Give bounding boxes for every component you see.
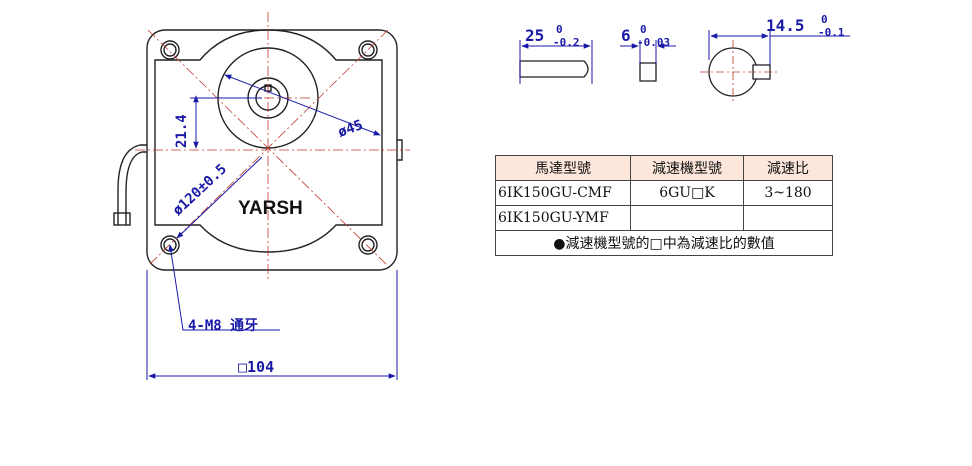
mounting-hole-tr [358,40,378,60]
cable-inner [125,151,147,225]
key-length-lower: -0.2 [553,36,580,49]
key-width-view: 6 0 -0.03 [620,23,676,82]
table-header-row: 馬達型號 減速機型號 減速比 [495,155,833,181]
table-note: ●減速機型號的□中為減速比的數值 [495,230,833,256]
key-width-lower: -0.03 [637,36,670,49]
cell-gearbox-model [630,205,744,231]
table-row: 6IK150GU-CMF 6GU□K 3~180 [495,180,833,206]
cable-end [113,212,131,226]
dimension-lines [146,74,398,380]
cell-ratio: 3~180 [743,180,833,206]
shaft-section-view: 14.5 0 -0.1 [700,13,850,104]
mounting-hole-tl [160,40,180,60]
key-length-main: 25 [525,26,544,45]
header-motor-model: 馬達型號 [495,155,631,181]
cell-motor-model: 6IK150GU-YMF [495,205,631,231]
key-width-main: 6 [621,26,631,45]
key-length-upper: 0 [556,23,563,36]
cell-gearbox-model: 6GU□K [630,180,744,206]
dim-height-label: 21.4 [174,114,190,148]
key-width-upper: 0 [640,23,647,36]
mounting-hole-br [358,235,378,255]
shaft-dim-main: 14.5 [766,16,805,35]
shaft-dim-lower: -0.1 [818,26,845,39]
cell-motor-model: 6IK150GU-CMF [495,180,631,206]
cable-outer [117,144,147,225]
spec-table: 馬達型號 減速機型號 減速比 6IK150GU-CMF 6GU□K 3~180 … [495,155,833,256]
table-note-row: ●減速機型號的□中為減速比的數值 [495,230,833,256]
key-length-view: 25 0 -0.2 [519,23,593,84]
dim-thread-label: 4-M8 通牙 [188,318,258,334]
inner-body-outline [154,29,383,253]
dim-square-label: □104 [238,358,274,376]
dim-pitch-circle-label: ø120±0.5 [170,161,230,219]
shaft-dim-upper: 0 [821,13,828,26]
brand-label: YARSH [238,198,303,219]
header-ratio: 減速比 [743,155,833,181]
header-gearbox-model: 減速機型號 [630,155,744,181]
cell-ratio [743,205,833,231]
dim-pilot-label: ø45 [336,117,365,141]
table-row: 6IK150GU-YMF [495,205,833,231]
